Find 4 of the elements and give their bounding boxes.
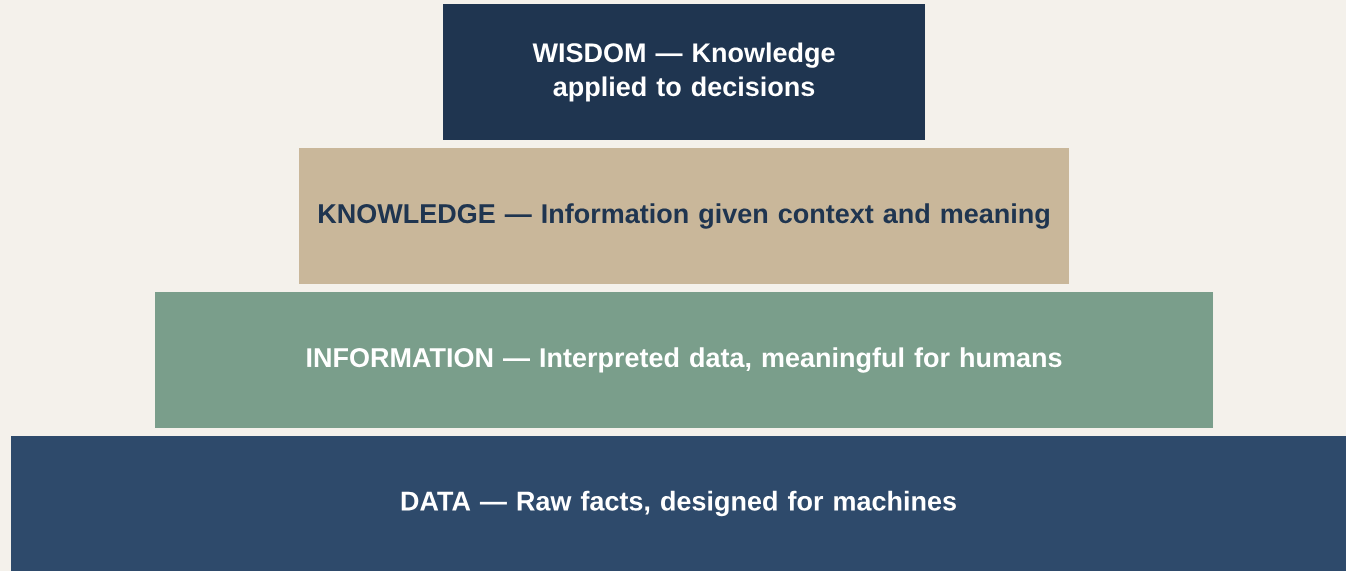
pyramid-level: KNOWLEDGE — Information given context and meaning bbox=[299, 148, 1069, 284]
pyramid-level: INFORMATION — Interpreted data, meaningful for humans bbox=[155, 292, 1213, 428]
pyramid-level: WISDOM — Knowledge applied to decisions bbox=[443, 4, 925, 140]
pyramid-level: DATA — Raw facts, designed for machines bbox=[11, 436, 1346, 571]
